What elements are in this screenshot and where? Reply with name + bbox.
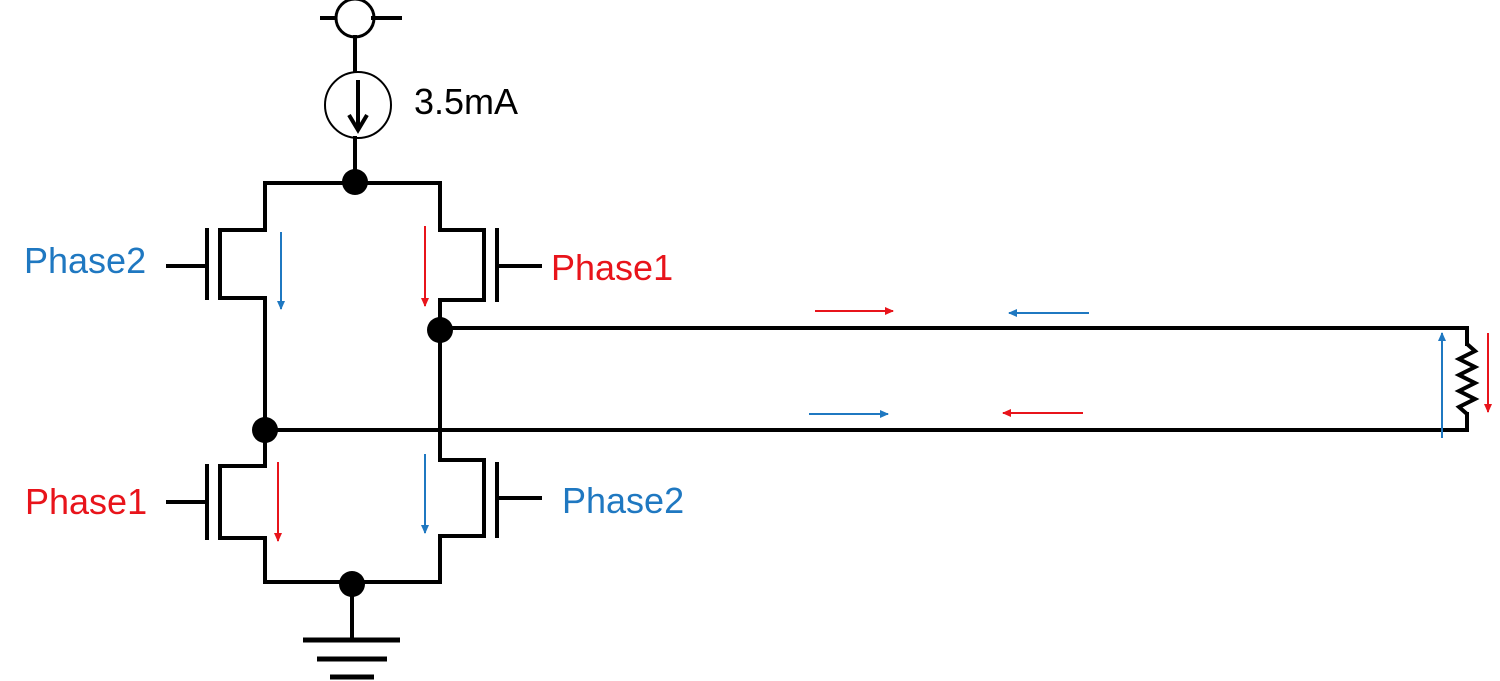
resistor-icon (1454, 326, 1480, 432)
top-right-transistor-icon (438, 181, 542, 332)
current-source-icon (324, 71, 392, 139)
bottom-node-dot (339, 571, 365, 597)
top-node-dot (342, 169, 368, 195)
bottom-left-gate-label: Phase1 (25, 481, 147, 522)
supply-terminal-icon (320, 0, 402, 76)
current-source-label: 3.5mA (414, 81, 518, 122)
bottom-right-gate-label: Phase2 (562, 480, 684, 521)
ground-icon (303, 637, 400, 680)
top-right-gate-label: Phase1 (551, 247, 673, 288)
top-left-transistor-icon (166, 181, 267, 432)
bottom-right-transistor-icon (438, 458, 542, 584)
bottom-left-transistor-icon (166, 428, 267, 584)
top-left-gate-label: Phase2 (24, 240, 146, 281)
